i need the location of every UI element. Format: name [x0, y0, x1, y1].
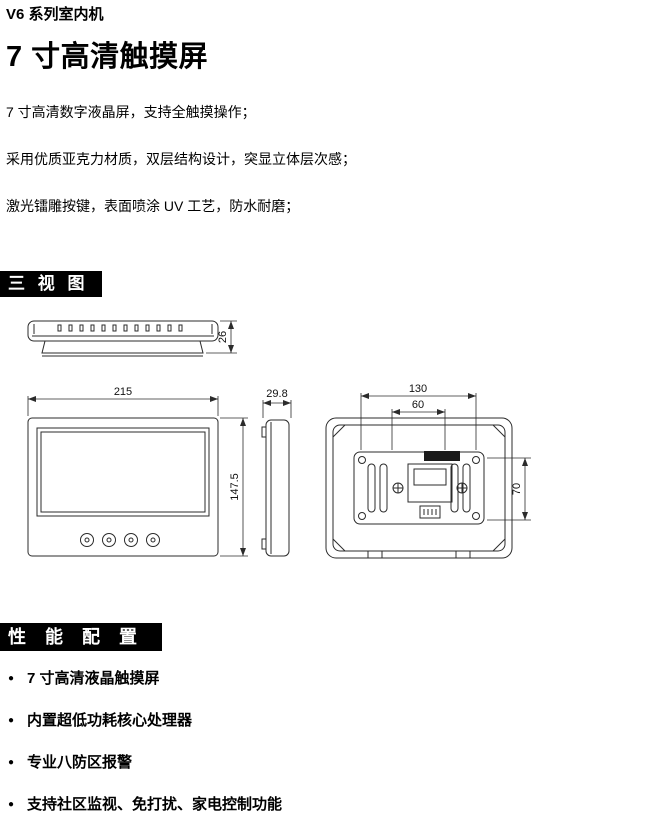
dim-side-depth: 29.8	[262, 388, 292, 418]
bullet-icon: ●	[8, 673, 15, 684]
screw-left	[392, 482, 404, 494]
dim-side-depth-label: 29.8	[266, 388, 287, 400]
top-view: 26	[27, 320, 237, 357]
vent-slots	[57, 324, 183, 332]
performance-item-1: ● 7 寸高清液晶触摸屏	[8, 670, 660, 688]
section-header-performance: 性 能 配 置	[0, 623, 163, 651]
bullet-icon: ●	[8, 799, 15, 810]
performance-item-text: 专业八防区报警	[27, 754, 133, 771]
dim-back-inner-span: 60	[391, 399, 446, 450]
performance-item-2: ● 内置超低功耗核心处理器	[8, 712, 660, 730]
performance-item-4: ● 支持社区监视、免打扰、家电控制功能	[8, 796, 660, 814]
feature-list: 7 寸高清数字液晶屏，支持全触摸操作； 采用优质亚克力材质，双层结构设计，突显立…	[6, 104, 650, 215]
performance-item-text: 支持社区监视、免打扰、家电控制功能	[27, 796, 283, 813]
dim-front-width-label: 215	[114, 386, 132, 398]
dim-top-thickness-label: 26	[217, 331, 229, 343]
dim-back-hole-span: 130	[360, 383, 477, 450]
screw-right	[456, 482, 468, 494]
series-title: V6 系列室内机	[6, 6, 104, 23]
section-header-three-views: 三 视 图	[0, 271, 103, 297]
performance-item-text: 内置超低功耗核心处理器	[27, 712, 193, 729]
intro-block: V6 系列室内机 7 寸高清触摸屏 7 寸高清数字液晶屏，支持全触摸操作； 采用…	[0, 0, 660, 215]
dim-back-slot-height: 70	[487, 457, 531, 521]
front-buttons	[80, 533, 160, 547]
front-view: 215 147.5	[27, 386, 248, 557]
product-title: 7 寸高清触摸屏	[6, 41, 209, 73]
dim-back-slot-height-label: 70	[511, 483, 523, 495]
dim-front-width: 215	[27, 386, 219, 416]
dim-top-thickness: 26	[206, 320, 237, 354]
dim-back-inner-span-label: 60	[412, 399, 424, 411]
feature-line-3: 激光镭雕按键，表面喷涂 UV 工艺，防水耐磨；	[6, 198, 300, 214]
dim-back-hole-span-label: 130	[409, 383, 427, 395]
bullet-icon: ●	[8, 757, 15, 768]
three-view-drawing-area: 26 215	[0, 300, 660, 610]
performance-item-text: 7 寸高清液晶触摸屏	[27, 670, 160, 687]
side-view: 29.8	[261, 388, 292, 557]
connector-port	[419, 505, 441, 519]
dim-front-height: 147.5	[220, 417, 248, 557]
mounting-plate	[353, 451, 485, 525]
back-view: 130 60 70	[325, 383, 531, 559]
brand-label	[424, 451, 460, 461]
bullet-icon: ●	[8, 715, 15, 726]
three-view-drawing: 26 215	[27, 320, 531, 559]
feature-line-1: 7 寸高清数字液晶屏，支持全触摸操作；	[6, 104, 256, 120]
feature-line-2: 采用优质亚克力材质，双层结构设计，突显立体层次感；	[6, 151, 356, 167]
performance-list: ● 7 寸高清液晶触摸屏 ● 内置超低功耗核心处理器 ● 专业八防区报警 ● 支…	[0, 670, 660, 814]
dim-front-height-label: 147.5	[229, 473, 241, 501]
performance-item-3: ● 专业八防区报警	[8, 754, 660, 772]
